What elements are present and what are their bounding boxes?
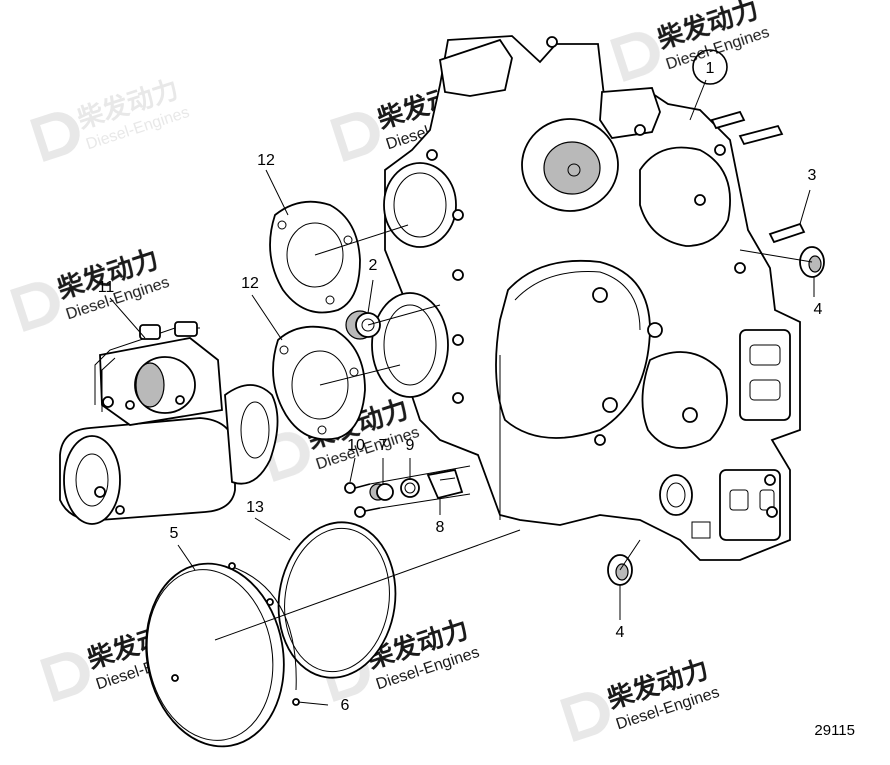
callout-4-upper: 4 — [814, 301, 823, 318]
bolt-holes — [426, 36, 778, 518]
watermark: 柴发动力 Diesel-Engines — [610, 0, 772, 82]
callout-12-lower: 12 — [241, 275, 259, 292]
callout-12-upper: 12 — [257, 152, 275, 169]
bolt-10 — [344, 482, 381, 518]
watermark: 柴发动力 Diesel-Engines — [560, 654, 722, 742]
callout-2: 2 — [369, 257, 378, 274]
gasket-lower — [272, 325, 366, 441]
starter-motor — [59, 321, 279, 525]
callout-13: 13 — [246, 499, 264, 516]
callout-5: 5 — [170, 525, 179, 542]
seal-ring — [345, 310, 381, 340]
studs — [710, 110, 806, 244]
callout-1-circle — [692, 49, 728, 85]
callout-11: 11 — [98, 279, 115, 296]
bracket-8 — [426, 468, 464, 500]
callout-6: 6 — [341, 697, 350, 714]
diagram-reference-number: 29115 — [814, 722, 855, 739]
watermark: 柴发动力 Diesel-Engines — [30, 74, 192, 162]
o-ring-13 — [277, 521, 397, 679]
flywheel-cover-5 — [145, 562, 300, 748]
callout-4-lower: 4 — [616, 624, 625, 641]
callout-7: 7 — [379, 437, 388, 454]
bushing-7 — [369, 483, 394, 501]
callout-labels: 1 2 3 4 4 5 6 7 8 9 10 11 12 12 13 — [98, 49, 823, 714]
callout-1: 1 — [706, 60, 715, 77]
timing-gear-housing — [371, 35, 806, 561]
callout-3: 3 — [808, 167, 817, 184]
callout-10: 10 — [347, 437, 365, 454]
leader-lines — [109, 79, 815, 706]
gasket-upper — [269, 200, 361, 314]
ring-9 — [400, 478, 420, 498]
watermark: 柴发动力 Diesel-Engines — [10, 244, 172, 332]
callout-9: 9 — [406, 437, 415, 454]
callout-8: 8 — [436, 519, 445, 536]
